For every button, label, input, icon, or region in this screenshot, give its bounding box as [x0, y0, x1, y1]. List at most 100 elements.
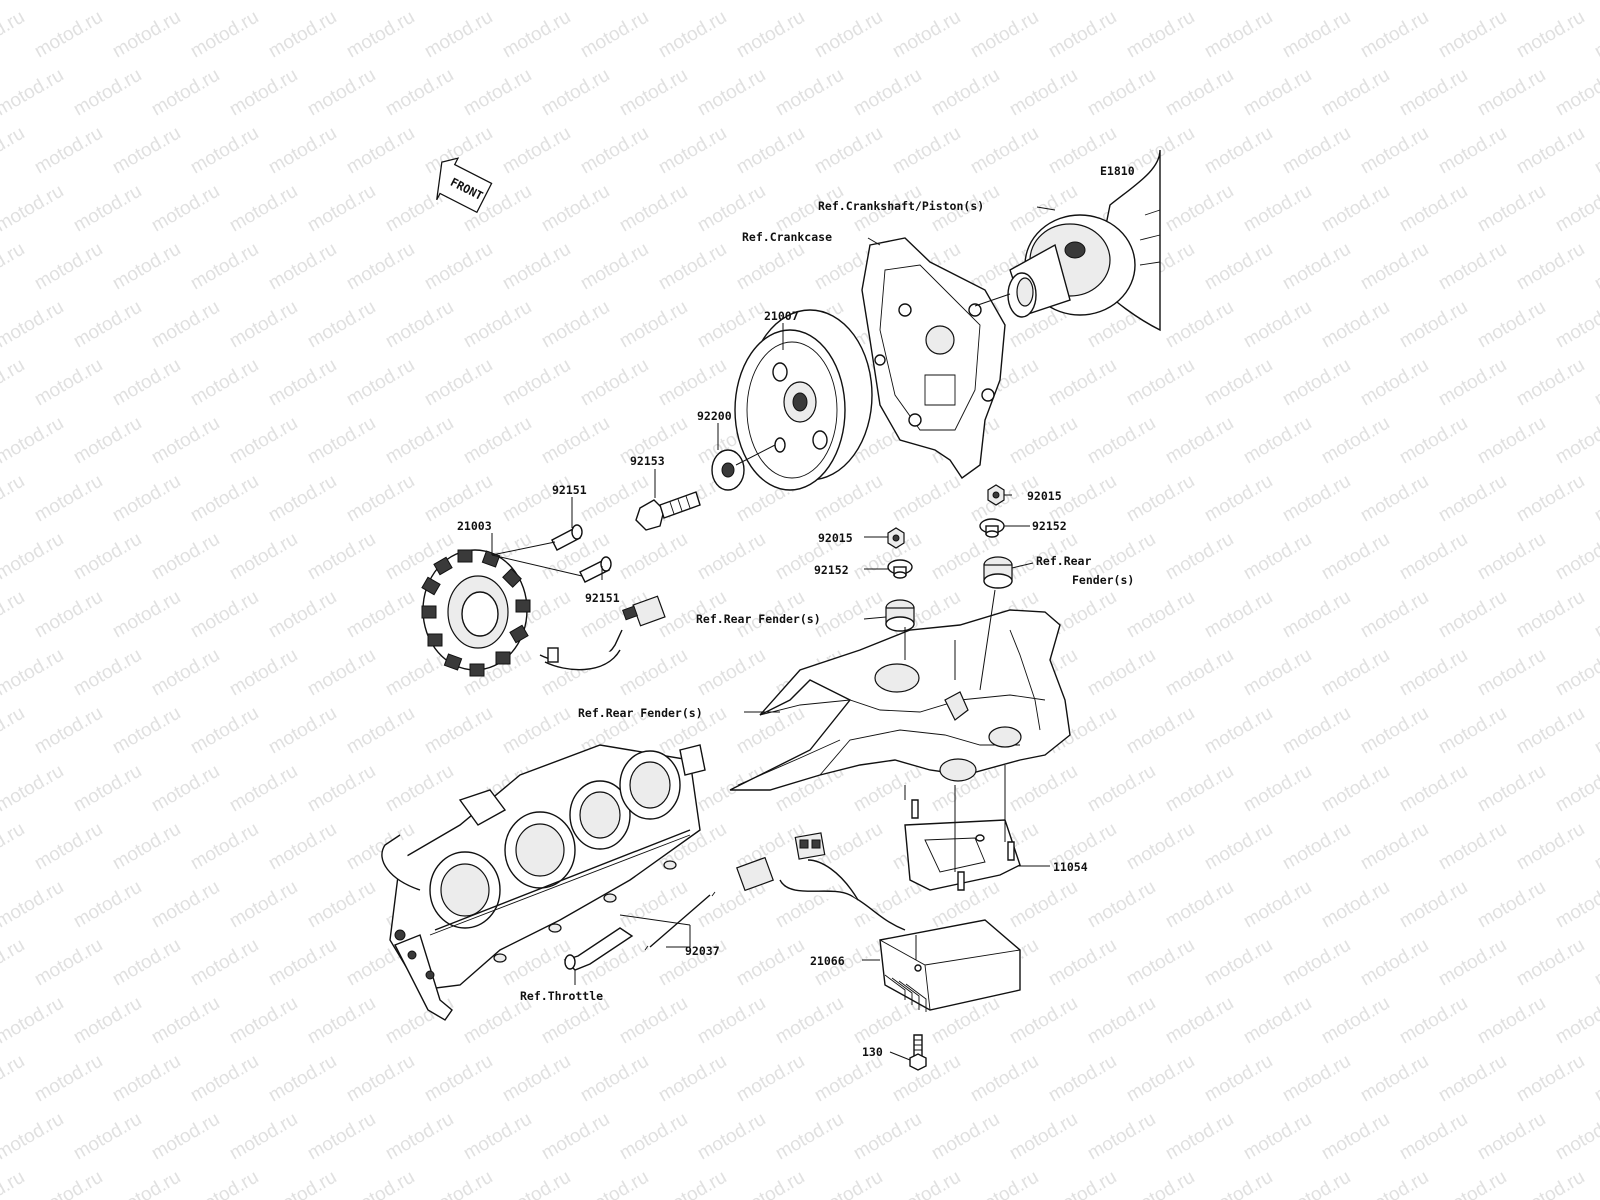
watermark-text: motod.ru	[1240, 877, 1315, 933]
screw-92151-upper	[551, 524, 583, 551]
watermark-text: motod.ru	[694, 993, 769, 1049]
watermark-text: motod.ru	[187, 123, 262, 179]
flywheel-21007	[734, 309, 873, 491]
watermark-text: motod.ru	[226, 645, 301, 701]
throttle-body-assembly	[381, 744, 706, 1021]
watermark-text: motod.ru	[1435, 123, 1510, 179]
watermark-text: motod.ru	[616, 993, 691, 1049]
watermark-text: motod.ru	[0, 65, 67, 121]
watermark-text: motod.ru	[1318, 993, 1393, 1049]
watermark-text: motod.ru	[1084, 993, 1159, 1049]
watermark-text: motod.ru	[1162, 181, 1237, 237]
watermark-text: motod.ru	[1318, 761, 1393, 817]
rear-fender	[729, 609, 1071, 791]
watermark-text: motod.ru	[499, 703, 574, 759]
watermark-text: motod.ru	[1084, 65, 1159, 121]
callout-92200: 92200	[697, 409, 732, 423]
watermark-text: motod.ru	[1318, 181, 1393, 237]
watermark-text: motod.ru	[31, 587, 106, 643]
watermark-text: motod.ru	[109, 239, 184, 295]
watermark-text: motod.ru	[226, 0, 301, 4]
watermark-text: motod.ru	[1084, 1109, 1159, 1165]
watermark-text: motod.ru	[382, 761, 457, 817]
watermark-text: motod.ru	[1240, 65, 1315, 121]
callout-rear-fender-right-line2: Fender(s)	[1072, 573, 1134, 587]
watermark-text: motod.ru	[1279, 355, 1354, 411]
watermark-text: motod.ru	[1396, 645, 1471, 701]
callout-throttle: Ref.Throttle	[520, 989, 603, 1003]
watermark-text: motod.ru	[1552, 0, 1600, 4]
watermark-text: motod.ru	[187, 1167, 262, 1200]
watermark-text: motod.ru	[1240, 1109, 1315, 1165]
watermark-text: motod.ru	[694, 529, 769, 585]
watermark-text: motod.ru	[1474, 413, 1549, 469]
watermark-text: motod.ru	[0, 1051, 28, 1107]
watermark-text: motod.ru	[577, 1051, 652, 1107]
watermark-text: motod.ru	[1396, 761, 1471, 817]
watermark-text: motod.ru	[733, 1167, 808, 1200]
watermark-text: motod.ru	[0, 239, 28, 295]
watermark-text: motod.ru	[1513, 355, 1588, 411]
front-direction-arrow: FRONT	[436, 157, 493, 214]
watermark-text: motod.ru	[577, 355, 652, 411]
watermark-text: motod.ru	[1084, 877, 1159, 933]
watermark-text: motod.ru	[1318, 645, 1393, 701]
watermark-text: motod.ru	[109, 7, 184, 63]
watermark-text: motod.ru	[109, 123, 184, 179]
watermark-text: motod.ru	[1006, 877, 1081, 933]
watermark-text: motod.ru	[811, 587, 886, 643]
callout-92037: 92037	[685, 944, 720, 958]
watermark-text: motod.ru	[733, 703, 808, 759]
watermark-text: motod.ru	[1474, 761, 1549, 817]
watermark-text: motod.ru	[1474, 993, 1549, 1049]
watermark-text: motod.ru	[382, 993, 457, 1049]
watermark-text: motod.ru	[772, 993, 847, 1049]
watermark-text: motod.ru	[226, 1109, 301, 1165]
watermark-text: motod.ru	[1435, 355, 1510, 411]
watermark-text: motod.ru	[0, 413, 67, 469]
watermark-text: motod.ru	[1045, 1051, 1120, 1107]
watermark-text: motod.ru	[460, 297, 535, 353]
watermark-text: motod.ru	[1201, 935, 1276, 991]
watermark-text: motod.ru	[1513, 819, 1588, 875]
watermark-text: motod.ru	[343, 7, 418, 63]
watermark-text: motod.ru	[304, 761, 379, 817]
watermark-text: motod.ru	[772, 1109, 847, 1165]
watermark-text: motod.ru	[0, 645, 67, 701]
watermark-text: motod.ru	[1474, 1109, 1549, 1165]
watermark-text: motod.ru	[1162, 761, 1237, 817]
watermark-text: motod.ru	[499, 123, 574, 179]
watermark-text: motod.ru	[1084, 645, 1159, 701]
watermark-text: motod.ru	[655, 7, 730, 63]
watermark-text: motod.ru	[1435, 1051, 1510, 1107]
callout-rear-fender-mid: Ref.Rear Fender(s)	[696, 612, 821, 626]
watermark-text: motod.ru	[1006, 1109, 1081, 1165]
callout-21066: 21066	[810, 954, 845, 968]
watermark-text: motod.ru	[1513, 1167, 1588, 1200]
callout-92015-upper: 92015	[1027, 489, 1062, 503]
watermark-text: motod.ru	[265, 587, 340, 643]
watermark-text: motod.ru	[421, 703, 496, 759]
watermark-text: motod.ru	[343, 355, 418, 411]
stator-21003	[421, 549, 666, 677]
watermark-text: motod.ru	[811, 7, 886, 63]
watermark-text: motod.ru	[1279, 123, 1354, 179]
watermark-text: motod.ru	[343, 587, 418, 643]
watermark-text: motod.ru	[1240, 297, 1315, 353]
watermark-text: motod.ru	[31, 355, 106, 411]
watermark-text: motod.ru	[1123, 355, 1198, 411]
watermark-text: motod.ru	[265, 819, 340, 875]
watermark-text: motod.ru	[733, 7, 808, 63]
watermark-text: motod.ru	[226, 761, 301, 817]
watermark-text: motod.ru	[1123, 7, 1198, 63]
crankcase	[861, 237, 1006, 479]
callout-crankshaft: Ref.Crankshaft/Piston(s)	[818, 199, 984, 213]
watermark-text: motod.ru	[616, 529, 691, 585]
watermark-text: motod.ru	[577, 239, 652, 295]
watermark-text: motod.ru	[1279, 471, 1354, 527]
watermark-text: motod.ru	[1240, 529, 1315, 585]
watermark-text: motod.ru	[265, 703, 340, 759]
watermark-text: motod.ru	[577, 7, 652, 63]
watermark-text: motod.ru	[0, 297, 67, 353]
